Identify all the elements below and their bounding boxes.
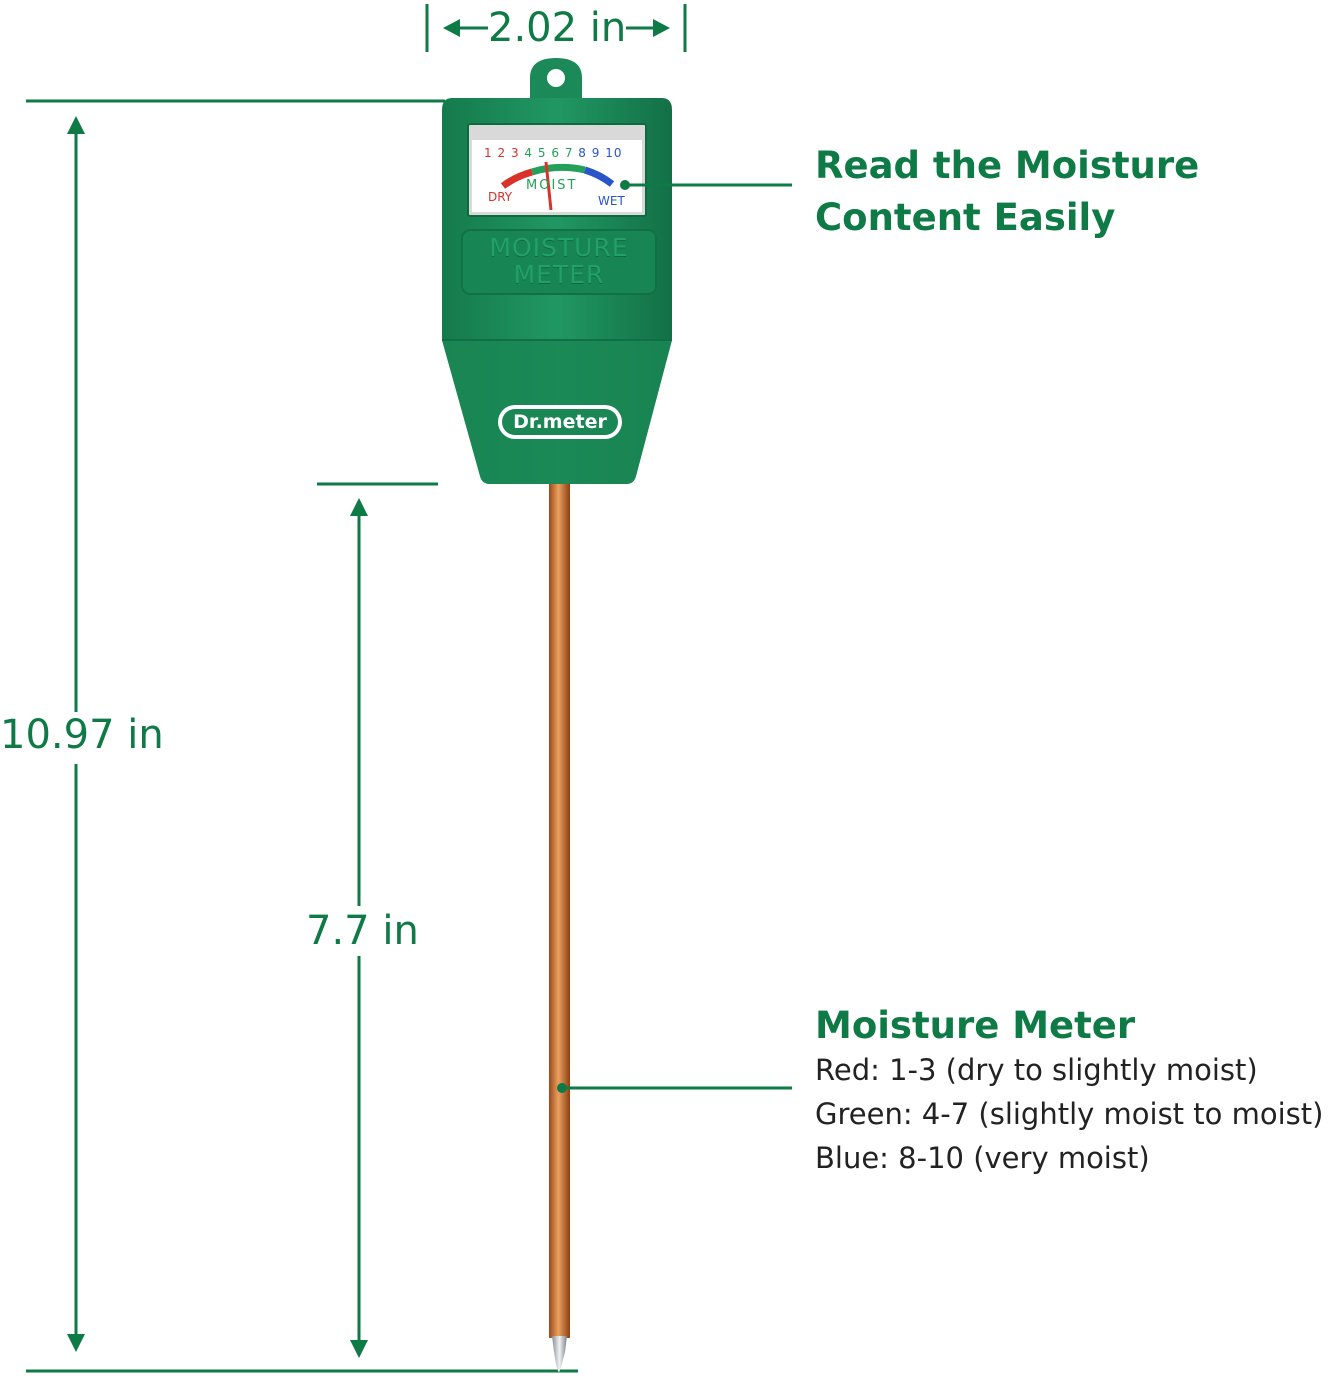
legend-red: Red: 1-3 (dry to slightly moist) bbox=[815, 1053, 1258, 1087]
meter-callout-title: Moisture Meter bbox=[815, 1004, 1136, 1047]
arrow-left-icon bbox=[443, 19, 460, 37]
tick-label: 7 bbox=[564, 146, 574, 160]
device-label: MOISTURE METER bbox=[462, 234, 656, 288]
scale-green-band bbox=[530, 164, 586, 176]
arrow-right-icon bbox=[653, 19, 670, 37]
gauge-wet-label: WET bbox=[598, 194, 625, 208]
brand-logo: Dr.meter bbox=[513, 411, 607, 433]
tick-label: 6 bbox=[551, 146, 560, 160]
legend-green: Green: 4-7 (slightly moist to moist) bbox=[815, 1097, 1324, 1131]
tick-label: 2 bbox=[497, 146, 507, 160]
read-callout-line2: Content Easily bbox=[815, 196, 1116, 239]
tick-label: 3 bbox=[510, 146, 520, 160]
tick-label: 5 bbox=[537, 146, 547, 160]
tick-label: 10 bbox=[605, 146, 623, 160]
tick-label: 4 bbox=[524, 146, 534, 160]
arrow-up-icon bbox=[350, 498, 368, 516]
tick-label: 8 bbox=[578, 146, 587, 160]
device-label-line1: MOISTURE bbox=[489, 233, 629, 262]
device-label-line2: METER bbox=[513, 260, 605, 289]
probe-length-dimension bbox=[317, 482, 438, 1358]
gauge-needle bbox=[544, 161, 553, 211]
label-plate bbox=[461, 229, 657, 295]
callout-dot bbox=[557, 1083, 567, 1093]
gauge-face: 1 2 3 4 5 6 7 8 9 10 MOIST DRY WET bbox=[476, 144, 640, 210]
tick-label: 1 bbox=[484, 146, 493, 160]
legend-blue: Blue: 8-10 (very moist) bbox=[815, 1141, 1150, 1175]
arrow-up-icon bbox=[67, 116, 85, 134]
total-height-dimension bbox=[26, 99, 578, 1373]
width-label: 2.02 in bbox=[488, 5, 627, 51]
probe bbox=[549, 478, 570, 1372]
gauge-moist-label: MOIST bbox=[526, 178, 578, 193]
probe-length-label: 7.7 in bbox=[306, 908, 419, 954]
gauge-dry-label: DRY bbox=[488, 190, 513, 204]
brand-badge bbox=[498, 405, 622, 439]
arrow-down-icon bbox=[67, 1334, 85, 1352]
read-callout: Read the Moisture Content Easily bbox=[815, 140, 1199, 244]
total-height-label: 10.97 in bbox=[0, 712, 164, 758]
hanging-loop bbox=[530, 58, 582, 100]
gauge-ticks: 1 2 3 4 5 6 7 8 9 10 bbox=[484, 146, 623, 160]
scale-blue-band bbox=[583, 166, 615, 187]
probe-tip bbox=[552, 1336, 567, 1372]
scale-red-band bbox=[500, 168, 534, 189]
gauge-window bbox=[467, 123, 647, 217]
read-callout-line1: Read the Moisture bbox=[815, 144, 1200, 187]
arrow-down-icon bbox=[350, 1340, 368, 1358]
tick-label: 9 bbox=[591, 146, 601, 160]
